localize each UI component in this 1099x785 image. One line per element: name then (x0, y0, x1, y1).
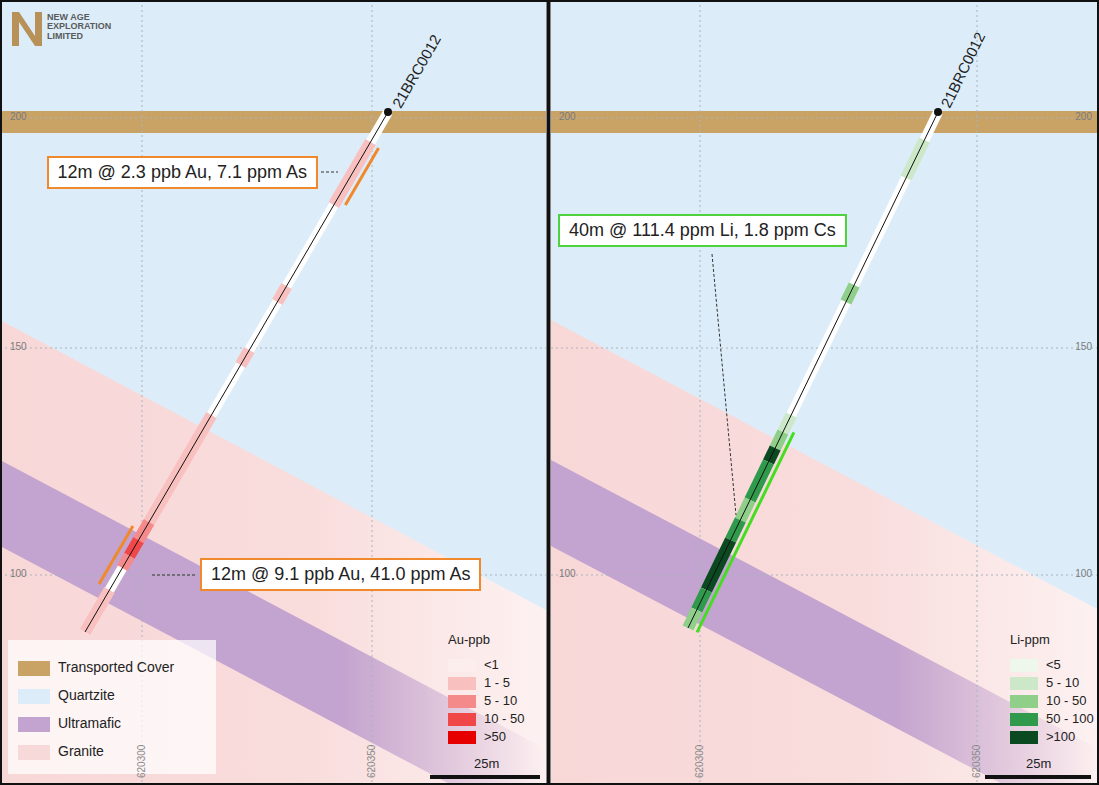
section-label: 100 (10, 568, 27, 580)
legend-swatch (18, 689, 50, 704)
legend-label: 10 - 50 (1046, 694, 1086, 708)
section-label: 200 (10, 111, 27, 123)
legend-label: >100 (1046, 730, 1075, 744)
section-label: 100 (559, 568, 576, 580)
legend-panel (8, 640, 216, 774)
callout-text: 40m @ 111.4 ppm Li, 1.8 ppm Cs (569, 220, 836, 241)
legend-label: 5 - 10 (484, 694, 517, 708)
section-label: 200 (559, 111, 576, 123)
legend-swatch (1010, 731, 1038, 744)
legend-swatch (18, 661, 50, 676)
legend-swatch (448, 659, 476, 672)
legend-swatch (18, 745, 50, 760)
legend-label: Granite (58, 744, 104, 759)
legend-label: <1 (484, 658, 499, 672)
scale-bars (430, 775, 1091, 779)
section-label: 25m (474, 757, 499, 772)
legend-swatch (448, 677, 476, 690)
section-label: 200 (1075, 111, 1092, 123)
section-label: 620300 (694, 745, 706, 778)
legend-label: 50 - 100 (1046, 712, 1094, 726)
section-label: 620350 (971, 745, 983, 778)
legend-label: Ultramafic (58, 716, 121, 731)
legend-label: >50 (484, 730, 506, 744)
legend-swatch (1010, 695, 1038, 708)
right-panel-geology (551, 0, 1099, 785)
callout-box: 40m @ 111.4 ppm Li, 1.8 ppm Cs (558, 214, 847, 247)
section-label: 150 (1075, 341, 1092, 353)
legend-swatch (18, 717, 50, 732)
left-panel-geology (0, 0, 546, 785)
callout-text: 12m @ 9.1 ppb Au, 41.0 ppm As (211, 564, 470, 585)
legend-swatch (1010, 659, 1038, 672)
legend-swatch (448, 713, 476, 726)
legend-swatch (1010, 713, 1038, 726)
legend-label: <5 (1046, 658, 1061, 672)
legend-label: 10 - 50 (484, 712, 524, 726)
legend-swatch (448, 695, 476, 708)
legend-swatch (1010, 677, 1038, 690)
section-label: 100 (1075, 568, 1092, 580)
legend-label: 5 - 10 (1046, 676, 1079, 690)
legend-label: Transported Cover (58, 660, 174, 675)
section-label: 620350 (366, 745, 378, 778)
logo-mark (12, 12, 42, 46)
legend-label: Quartzite (58, 688, 115, 703)
section-label: Au-ppb (448, 633, 490, 648)
section-label: 25m (1026, 757, 1051, 772)
section-label: 150 (10, 341, 27, 353)
callout-box: 12m @ 2.3 ppb Au, 7.1 ppm As (47, 156, 318, 189)
callout-text: 12m @ 2.3 ppb Au, 7.1 ppm As (58, 162, 307, 183)
legend-label: 1 - 5 (484, 676, 510, 690)
section-label: Li-ppm (1010, 633, 1050, 648)
callout-box: 12m @ 9.1 ppb Au, 41.0 ppm As (200, 558, 481, 591)
section-label: 620300 (136, 745, 148, 778)
logo-text: NEW AGE EXPLORATION LIMITED (47, 13, 121, 41)
legend-swatch (448, 731, 476, 744)
